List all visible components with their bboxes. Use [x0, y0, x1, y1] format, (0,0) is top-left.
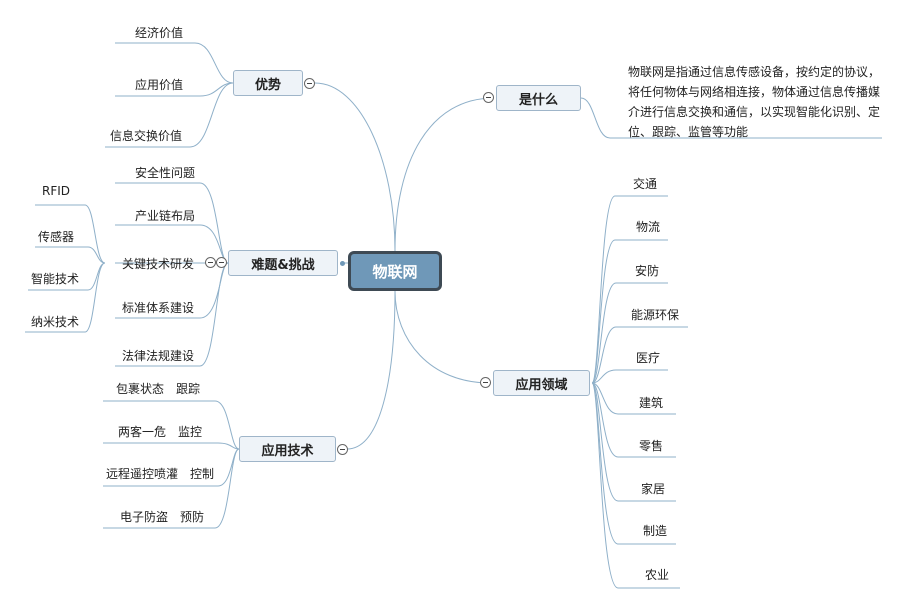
- collapse-app-tech-icon[interactable]: [337, 444, 348, 455]
- leaf-standards-system[interactable]: 标准体系建设: [122, 301, 195, 315]
- branch-advantages-label: 优势: [254, 77, 281, 93]
- collapse-key-tech-icon[interactable]: [205, 257, 216, 268]
- branch-what-is[interactable]: 是什么: [496, 85, 581, 111]
- branch-challenges[interactable]: 难题&挑战: [228, 250, 338, 276]
- leaf-logistics[interactable]: 物流: [636, 220, 661, 234]
- definition-text[interactable]: 物联网是指通过信息传感设备，按约定的协议，将任何物体与网络相连接，物体通过信息传…: [628, 65, 881, 139]
- branch-app-tech[interactable]: 应用技术: [239, 436, 336, 462]
- leaf-application-value[interactable]: 应用价值: [135, 78, 184, 92]
- branch-what-is-label: 是什么: [518, 92, 558, 108]
- leaf-security[interactable]: 安防: [635, 264, 660, 278]
- leaf-security-issues[interactable]: 安全性问题: [135, 166, 196, 180]
- leaf-industry-chain[interactable]: 产业链布局: [135, 209, 196, 223]
- leaf-key-tech-rnd[interactable]: 关键技术研发: [122, 257, 195, 271]
- central-topic[interactable]: 物联网: [348, 251, 442, 291]
- branch-domains-label: 应用领域: [515, 377, 568, 393]
- branch-challenges-label: 难题&挑战: [251, 257, 315, 273]
- leaf-manufacturing[interactable]: 制造: [643, 524, 668, 538]
- leaf-rfid[interactable]: RFID: [42, 184, 71, 198]
- leaf-home[interactable]: 家居: [641, 482, 666, 496]
- leaf-transport[interactable]: 交通: [633, 177, 658, 191]
- leaf-construction[interactable]: 建筑: [639, 396, 664, 410]
- leaf-economic-value[interactable]: 经济价值: [135, 26, 184, 40]
- leaf-agriculture[interactable]: 农业: [645, 568, 670, 582]
- branch-app-tech-label: 应用技术: [261, 443, 314, 459]
- leaf-nano-tech[interactable]: 纳米技术: [31, 315, 80, 329]
- leaf-energy-environment[interactable]: 能源环保: [631, 308, 680, 322]
- leaf-retail[interactable]: 零售: [639, 439, 664, 453]
- leaf-hazmat-monitoring[interactable]: 两客一危 监控: [118, 425, 203, 439]
- branch-domains[interactable]: 应用领域: [493, 370, 590, 396]
- central-topic-label: 物联网: [372, 262, 418, 281]
- leaf-smart-tech[interactable]: 智能技术: [31, 272, 80, 286]
- center-connector-dot: [340, 261, 345, 266]
- leaf-remote-irrigation[interactable]: 远程遥控喷灌 控制: [106, 467, 215, 481]
- leaf-anti-theft[interactable]: 电子防盗 预防: [120, 510, 205, 524]
- leaf-sensor[interactable]: 传感器: [38, 230, 75, 244]
- collapse-challenges-icon[interactable]: [216, 257, 227, 268]
- leaf-package-tracking[interactable]: 包裹状态 跟踪: [116, 382, 201, 396]
- leaf-info-exchange-value[interactable]: 信息交换价值: [110, 129, 183, 143]
- branch-advantages[interactable]: 优势: [233, 70, 303, 96]
- leaf-legal-framework[interactable]: 法律法规建设: [122, 349, 195, 363]
- collapse-advantages-icon[interactable]: [304, 78, 315, 89]
- leaf-medical[interactable]: 医疗: [636, 351, 661, 365]
- collapse-domains-icon[interactable]: [480, 377, 491, 388]
- collapse-what-is-icon[interactable]: [483, 92, 494, 103]
